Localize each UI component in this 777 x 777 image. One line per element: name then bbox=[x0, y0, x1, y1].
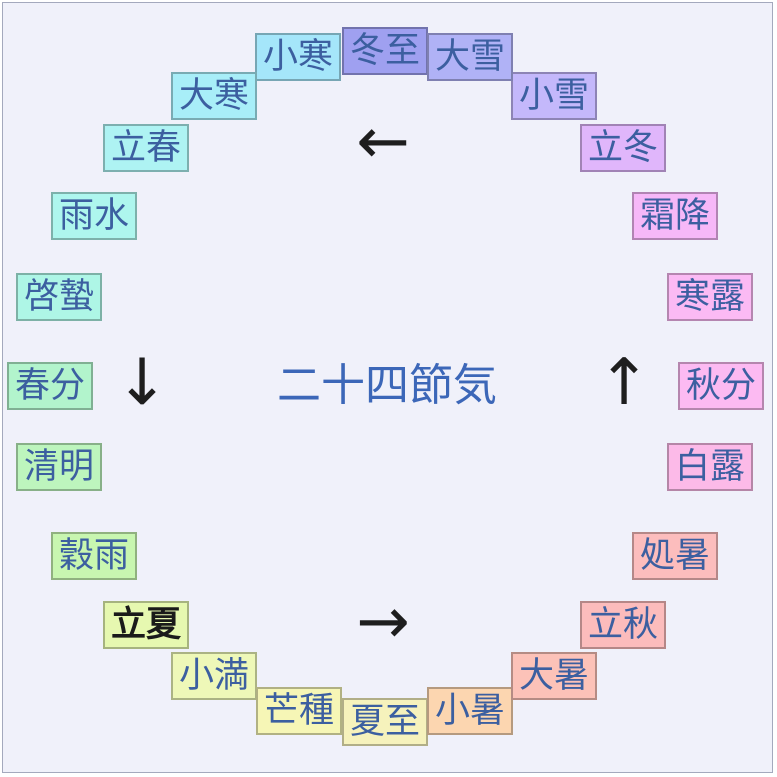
arrow-up-icon: ↑ bbox=[597, 346, 651, 420]
term-box: 清明 bbox=[16, 443, 102, 491]
diagram-title: 二十四節気 bbox=[277, 360, 497, 411]
term-box: 秋分 bbox=[678, 362, 764, 410]
term-box: 立春 bbox=[103, 124, 189, 172]
term-box: 小雪 bbox=[511, 72, 597, 120]
term-box: 小寒 bbox=[255, 33, 341, 81]
term-box: 啓蟄 bbox=[16, 273, 102, 321]
term-box: 雨水 bbox=[51, 192, 137, 240]
term-box: 芒種 bbox=[256, 687, 342, 735]
term-box: 立冬 bbox=[580, 124, 666, 172]
term-box: 大雪 bbox=[427, 33, 513, 81]
term-box: 処暑 bbox=[632, 532, 718, 580]
term-box: 寒露 bbox=[667, 273, 753, 321]
term-box: 穀雨 bbox=[51, 532, 137, 580]
term-box: 春分 bbox=[7, 362, 93, 410]
term-box: 大寒 bbox=[171, 72, 257, 120]
arrow-down-icon: ↓ bbox=[115, 346, 169, 420]
term-box: 立夏 bbox=[103, 601, 189, 649]
term-box: 夏至 bbox=[342, 698, 428, 746]
term-box: 白露 bbox=[667, 443, 753, 491]
term-box: 冬至 bbox=[342, 27, 428, 75]
arrow-left-icon: ← bbox=[356, 105, 410, 179]
term-box: 霜降 bbox=[632, 192, 718, 240]
term-box: 小暑 bbox=[427, 687, 513, 735]
term-box: 小満 bbox=[171, 652, 257, 700]
term-box: 立秋 bbox=[580, 601, 666, 649]
term-box: 大暑 bbox=[511, 652, 597, 700]
arrow-right-icon: → bbox=[356, 585, 410, 659]
